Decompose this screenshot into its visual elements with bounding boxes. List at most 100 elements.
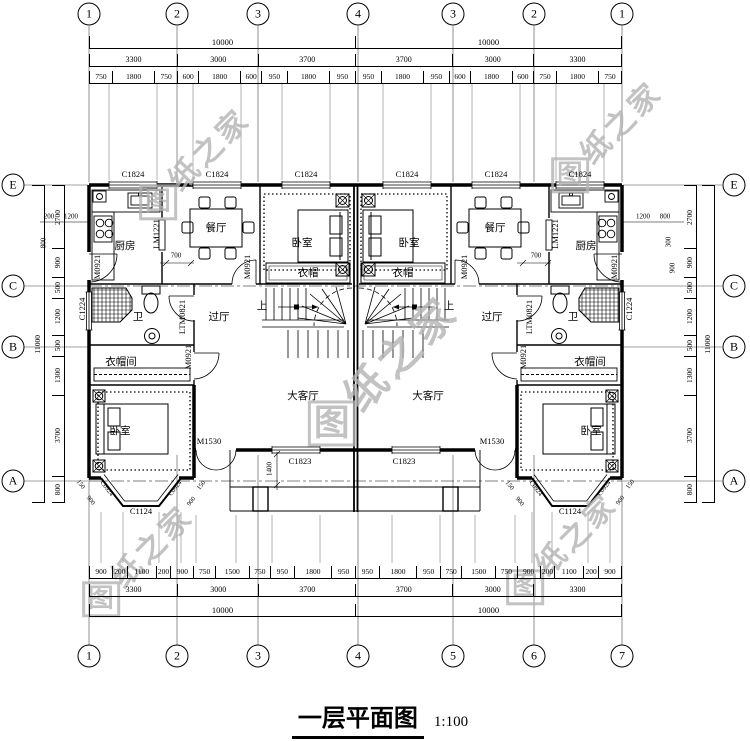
dim-segment: 3000 xyxy=(451,54,534,67)
dim-segment: 500 xyxy=(684,276,697,298)
dim-value: 950 xyxy=(361,567,373,576)
dim-value: 3000 xyxy=(210,55,227,64)
room-label-bath: 卫 xyxy=(567,310,579,323)
dim-value: 750 xyxy=(500,567,513,576)
dim-segment: 750 xyxy=(495,566,517,579)
wardrobe-closets xyxy=(265,262,446,284)
axis-bubble-bottom-1: 1 xyxy=(77,644,101,668)
dim-segment: 1800 xyxy=(381,71,424,84)
window-whiteouts xyxy=(84,180,627,455)
dim-segment: 900 xyxy=(170,566,194,579)
window-label-c1824: C1824 xyxy=(205,168,229,179)
interior-walls xyxy=(89,185,622,386)
dim-segment: 11000 xyxy=(702,185,715,503)
dim-value: 600 xyxy=(182,72,194,81)
dim-segment: 1300 xyxy=(684,355,697,395)
dim-value: 10000 xyxy=(211,37,234,47)
dim-value: 3000 xyxy=(484,55,501,64)
dim-value: 1200 xyxy=(53,309,63,325)
dim-value: 1800 xyxy=(301,72,317,81)
axis-bubble-top-3: 3 xyxy=(246,2,270,26)
dim-value: 200 xyxy=(114,567,126,576)
dim-label-900: 900 xyxy=(668,262,677,274)
dim-segment: 2700 xyxy=(684,185,697,249)
dim-value: 3000 xyxy=(210,585,227,594)
dim-segment: 500 xyxy=(684,334,697,356)
axis-bubble-bottom-5: 5 xyxy=(441,644,465,668)
dim-segment: 750 xyxy=(439,566,462,579)
dim-value: 1800 xyxy=(305,567,321,576)
door-label-lm1221: LM1221 xyxy=(150,219,161,249)
dim-segment: 200 xyxy=(583,566,598,579)
dim-segment: 1300 xyxy=(52,355,65,395)
door-label-m1530: M1530 xyxy=(196,435,222,446)
dim-value: 1100 xyxy=(561,567,577,576)
dim-value: 800 xyxy=(685,483,695,495)
door-label-m0921: M0921 xyxy=(241,254,252,280)
dim-value: 750 xyxy=(198,567,211,576)
axis-bubble-bottom-6: 6 xyxy=(522,644,546,668)
bay-windows-walls xyxy=(100,474,611,507)
stairs-up-label: 上 xyxy=(443,299,455,312)
dim-label-1400: 1400 xyxy=(265,462,274,476)
axis-bubble-bottom-3: 3 xyxy=(246,644,270,668)
dim-segment: 950 xyxy=(416,566,440,579)
door-label-ltm0821: LTM0821 xyxy=(523,299,534,335)
dim-segment: 750 xyxy=(89,71,113,84)
dim-segment: 3700 xyxy=(258,584,355,597)
axis-bubble-right-A: A xyxy=(722,469,746,493)
dim-value: 750 xyxy=(254,567,266,576)
dim-segment: 3700 xyxy=(355,584,452,597)
dim-label-700: 700 xyxy=(170,251,182,260)
dim-value: 1800 xyxy=(395,72,411,81)
dim-segment: 1800 xyxy=(378,566,417,579)
dim-segment: 1500 xyxy=(214,566,249,579)
dim-col-left-overall: 11000 xyxy=(32,185,45,503)
dim-segment: 3700 xyxy=(355,54,452,67)
room-label-bath: 卫 xyxy=(132,310,144,323)
axis-bubble-top-6: 2 xyxy=(522,2,546,26)
dim-segment: 2700 xyxy=(52,185,65,249)
axis-bubble-left-B: B xyxy=(1,335,25,359)
dim-segment: 200 xyxy=(112,566,127,579)
dim-segment: 200 xyxy=(539,566,555,579)
door-label-m0921: M0921 xyxy=(458,254,469,280)
dim-value: 11000 xyxy=(703,334,713,354)
dim-segment: 750 xyxy=(248,566,271,579)
dim-segment: 1800 xyxy=(469,71,512,84)
dim-value: 950 xyxy=(338,567,350,576)
axis-bubble-right-E: E xyxy=(722,173,746,197)
dim-segment: 3000 xyxy=(451,584,534,597)
dim-segment: 200 xyxy=(155,566,171,579)
dim-segment: 1100 xyxy=(126,566,156,579)
window-label-c1824: C1824 xyxy=(395,168,419,179)
dim-value: 900 xyxy=(522,567,535,576)
dim-segment: 950 xyxy=(261,71,288,84)
dim-value: 950 xyxy=(423,567,435,576)
axis-bubble-right-B: B xyxy=(722,335,746,359)
dining-left xyxy=(181,196,255,260)
door-label-m0921: M0921 xyxy=(608,254,619,280)
dim-segment: 900 xyxy=(684,248,697,277)
dim-segment: 1200 xyxy=(684,297,697,335)
dim-segment: 750 xyxy=(532,71,556,84)
room-label-kitchen: 厨房 xyxy=(575,239,597,252)
room-label-cloakroom: 衣帽间 xyxy=(105,355,137,368)
dim-segment: 900 xyxy=(52,248,65,277)
sliding-doors xyxy=(158,219,553,251)
dim-value: 1800 xyxy=(483,72,499,81)
room-label-hall: 过厅 xyxy=(481,310,503,323)
dim-value: 1300 xyxy=(685,368,695,384)
door-label-m1530: M1530 xyxy=(479,435,505,446)
dim-value: 2700 xyxy=(685,209,695,225)
room-label-bedroom: 卧室 xyxy=(398,236,420,249)
window-label-c1824: C1824 xyxy=(568,168,592,179)
doors xyxy=(88,253,623,471)
kitchen-right xyxy=(550,189,620,281)
room-label-living: 大客厅 xyxy=(287,389,319,402)
bedroom-center-left xyxy=(263,193,351,277)
